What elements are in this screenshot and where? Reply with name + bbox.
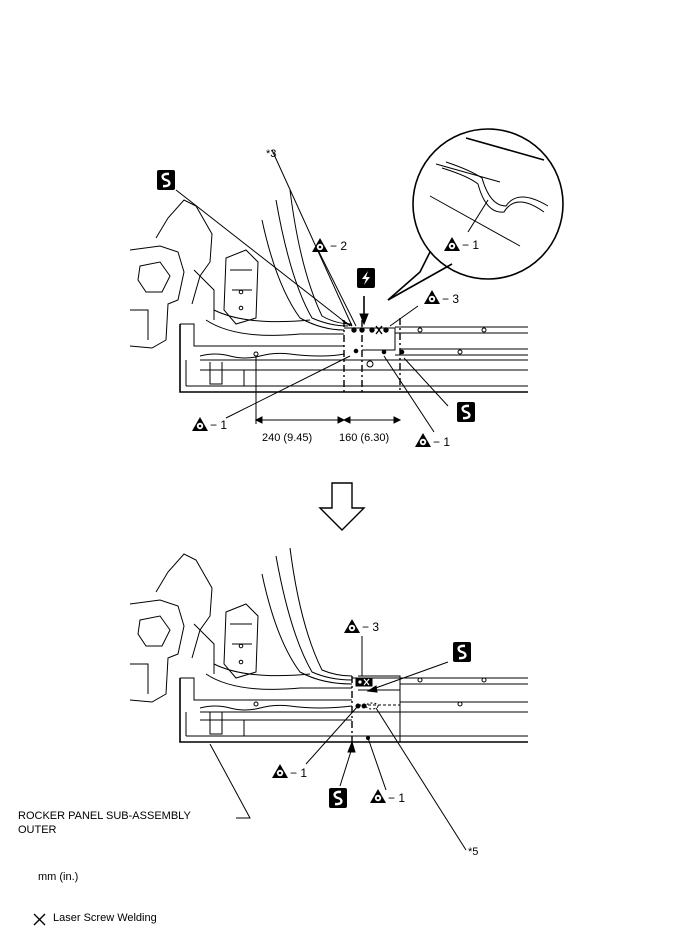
x-mark-icon (33, 913, 46, 926)
cut-symbol-icon (327, 786, 349, 810)
weld-label-3: − 3 (442, 292, 459, 306)
weld-label-1: − 1 (462, 238, 479, 252)
top-leader-lines (175, 149, 449, 433)
cut-symbol-icon (451, 640, 473, 664)
weld-label-1: − 1 (210, 418, 227, 432)
reference-label-star5: *5 (468, 846, 478, 858)
weld-label-2: − 2 (330, 239, 347, 253)
laser-screw-welding-legend: Laser Screw Welding (53, 912, 157, 924)
spot-weld-icon (415, 433, 431, 447)
bottom-leader-lines (209, 636, 467, 851)
spot-weld-icon (312, 238, 328, 252)
reference-label-star3: *3 (266, 148, 276, 160)
dimension-label-b: 160 (6.30) (339, 432, 389, 444)
spot-weld-icon (192, 417, 208, 431)
spot-weld-icon (424, 290, 440, 304)
weld-label-3: − 3 (362, 620, 379, 634)
part-name-line1: ROCKER PANEL SUB-ASSEMBLY (18, 810, 191, 822)
part-name-line2: OUTER (18, 824, 57, 836)
top-body-drawing (129, 189, 528, 393)
down-arrow-icon (318, 482, 366, 531)
spot-weld-icon (272, 764, 288, 778)
cut-symbol-icon (155, 168, 177, 192)
detail-magnifier (359, 128, 564, 326)
weld-label-1: − 1 (433, 435, 450, 449)
weld-label-1: − 1 (388, 791, 405, 805)
lightning-icon (357, 268, 375, 288)
weld-label-1: − 1 (290, 766, 307, 780)
spot-weld-icon (344, 619, 360, 633)
dimension-label-a: 240 (9.45) (262, 432, 312, 444)
cut-symbol-icon (455, 400, 477, 424)
spot-weld-icon (370, 789, 386, 803)
units-legend: mm (in.) (38, 871, 78, 883)
